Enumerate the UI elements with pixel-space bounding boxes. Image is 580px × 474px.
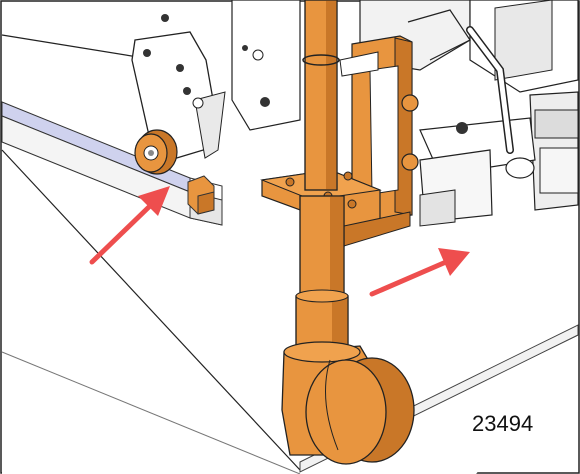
- caster-post: [295, 0, 349, 347]
- roller-wheel: [134, 129, 178, 175]
- roller-bracket: [131, 31, 226, 161]
- arrow-direction: [369, 248, 470, 297]
- caster-mount-plate: [339, 35, 419, 223]
- figure-number: 23494: [472, 411, 534, 436]
- arrow-roller: [89, 186, 170, 265]
- rail-stop-block: [187, 175, 215, 215]
- caster-wheel: [281, 341, 415, 465]
